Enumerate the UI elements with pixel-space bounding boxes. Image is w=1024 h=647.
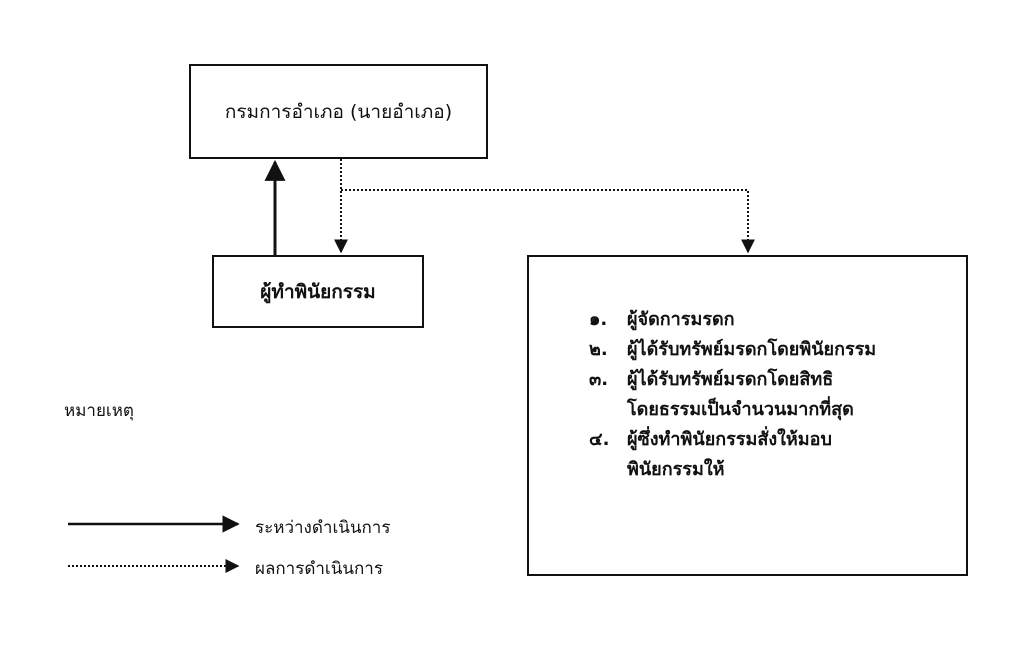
legend-title: หมายเหตุ: [64, 401, 134, 421]
district-office-box: กรมการอำเภอ (นายอำเภอ): [189, 64, 488, 159]
recipients-box: ๑. ผู้จัดการมรดก ๒. ผู้ได้รับทรัพย์มรดกโ…: [527, 255, 968, 576]
district-office-label: กรมการอำเภอ (นายอำเภอ): [224, 100, 453, 123]
legend-dotted-label: ผลการดำเนินการ: [255, 559, 383, 579]
recipients-list: ๑. ผู้จัดการมรดก ๒. ผู้ได้รับทรัพย์มรดกโ…: [589, 305, 876, 485]
list-item-number: ๑.: [589, 309, 608, 330]
list-item-text: ผู้ซึ่งทำพินัยกรรมสั่งให้มอบ: [627, 429, 832, 450]
testator-box: ผู้ทำพินัยกรรม: [212, 255, 424, 328]
list-item-text: ผู้จัดการมรดก: [627, 309, 735, 330]
dotted-arrow-right: [341, 189, 755, 254]
list-item-text: พินัยกรรมให้: [627, 459, 725, 480]
list-item-number: ๒.: [589, 339, 608, 360]
list-item: ๓. ผู้ได้รับทรัพย์มรดกโดยสิทธิ: [589, 365, 876, 395]
list-item-continuation: พินัยกรรมให้: [589, 455, 876, 485]
list-item-text: โดยธรรมเป็นจำนวนมากที่สุด: [627, 399, 854, 420]
list-item-continuation: โดยธรรมเป็นจำนวนมากที่สุด: [589, 395, 876, 425]
testator-label: ผู้ทำพินัยกรรม: [260, 280, 376, 303]
legend-solid-label: ระหว่างดำเนินการ: [255, 518, 391, 538]
list-item-text: ผู้ได้รับทรัพย์มรดกโดยสิทธิ: [627, 369, 834, 390]
list-item-number: ๔.: [589, 429, 610, 450]
list-item: ๒. ผู้ได้รับทรัพย์มรดกโดยพินัยกรรม: [589, 335, 876, 365]
list-item: ๔. ผู้ซึ่งทำพินัยกรรมสั่งให้มอบ: [589, 425, 876, 455]
list-item: ๑. ผู้จัดการมรดก: [589, 305, 876, 335]
list-item-number: ๓.: [589, 369, 609, 390]
list-item-text: ผู้ได้รับทรัพย์มรดกโดยพินัยกรรม: [627, 339, 877, 360]
